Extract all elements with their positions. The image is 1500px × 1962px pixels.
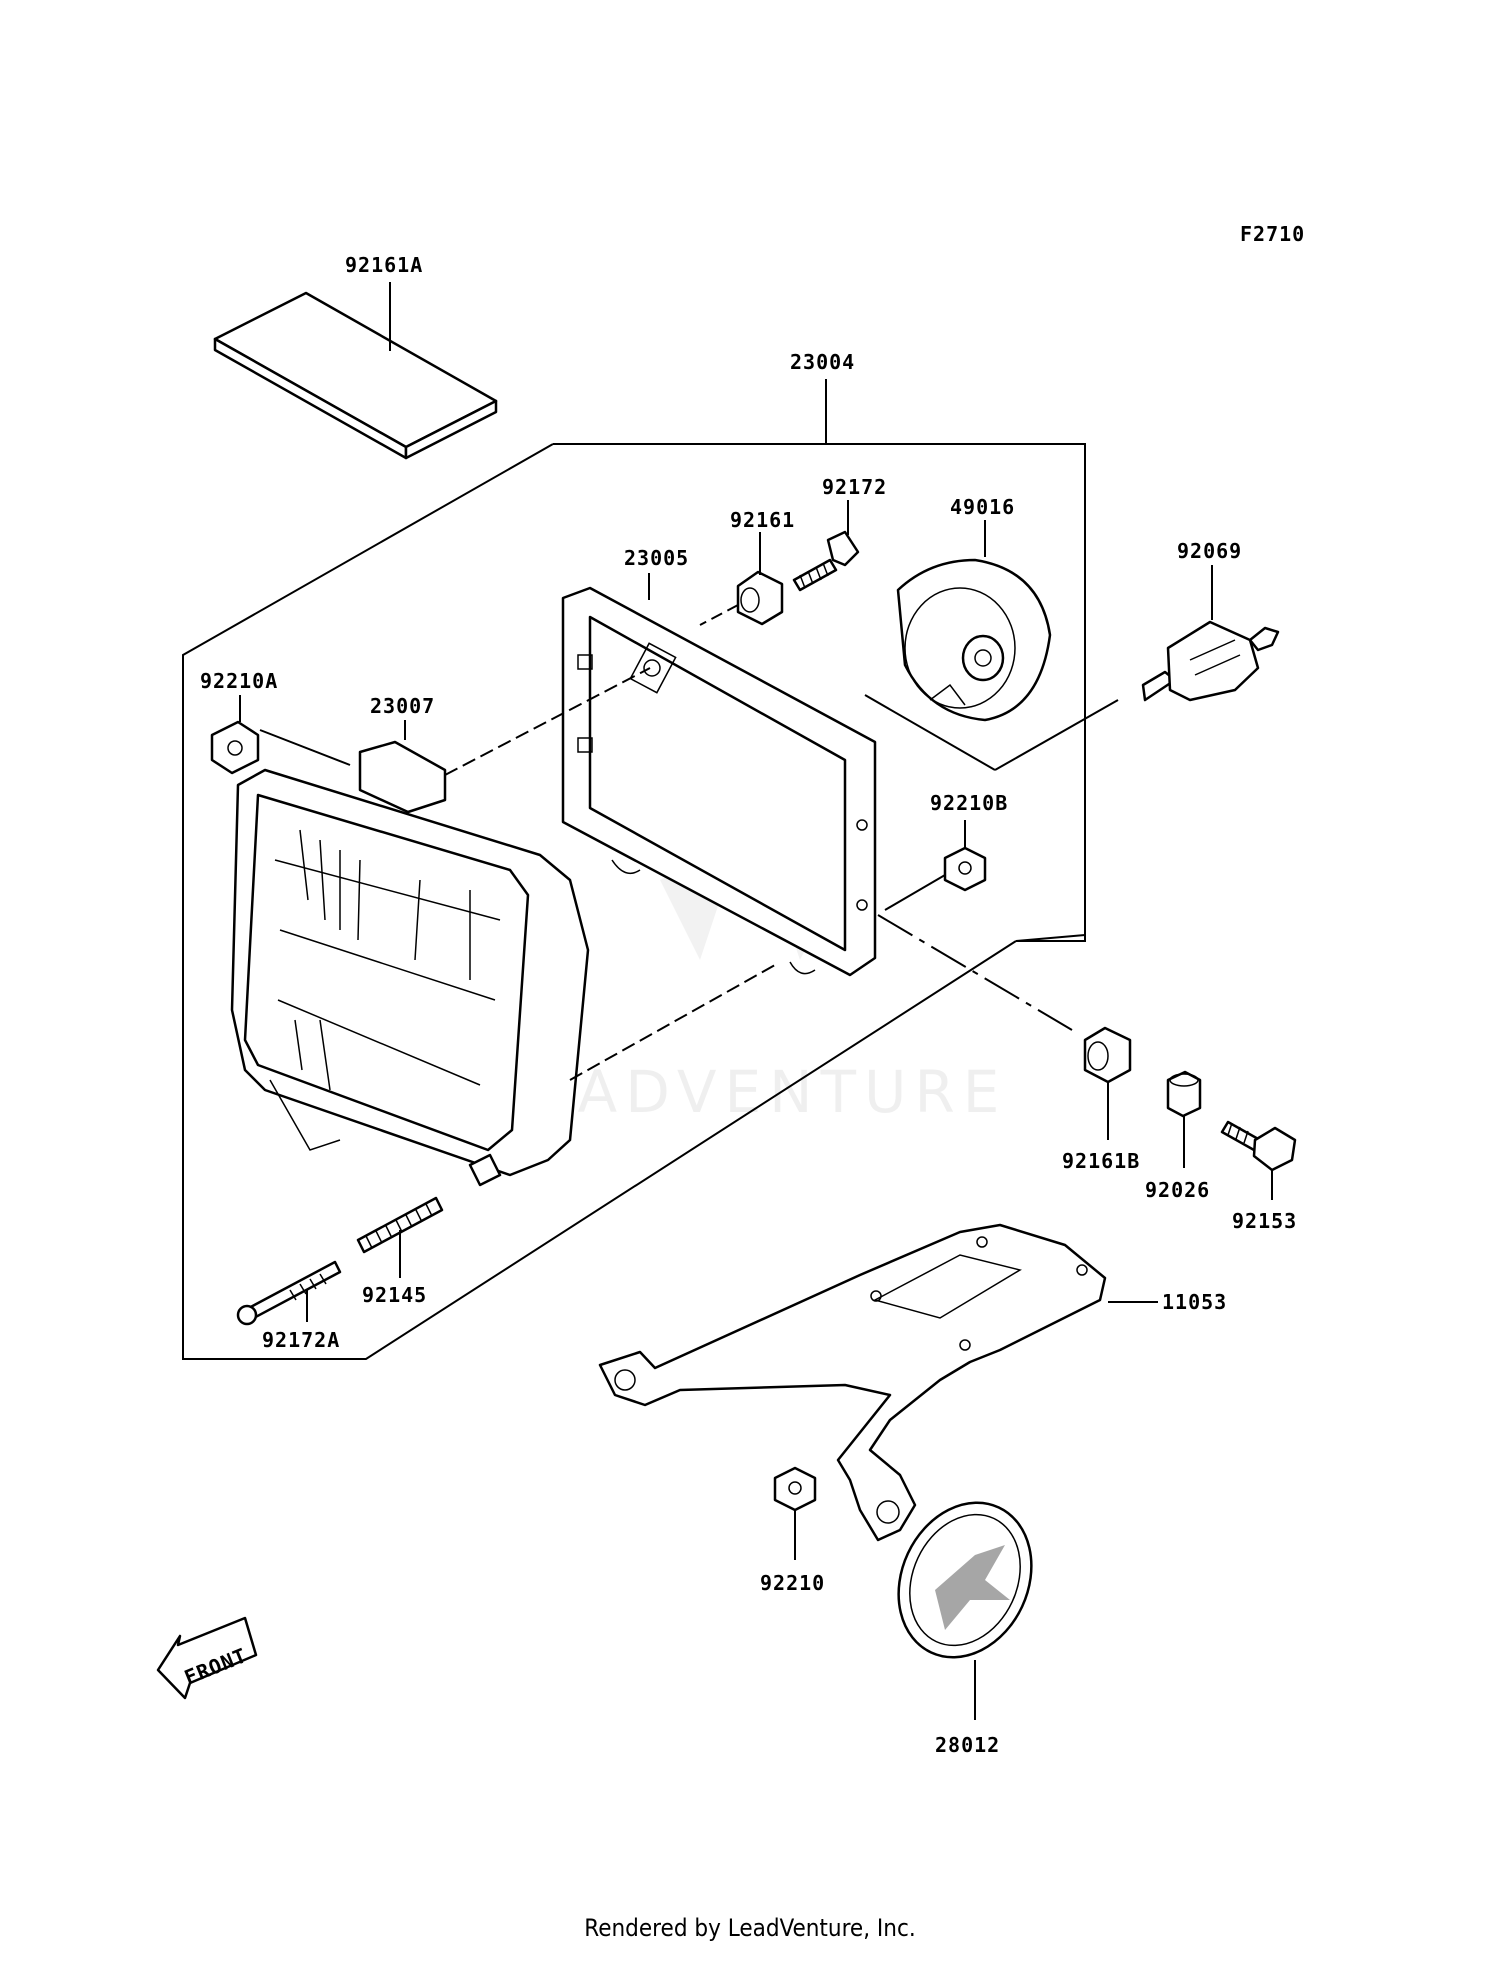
assembly-23004-frame [182, 443, 1086, 1360]
part-23004[interactable]: 23004 [790, 350, 855, 444]
label-92161B: 92161B [1062, 1149, 1140, 1173]
label-49016: 49016 [950, 495, 1015, 519]
part-23005[interactable]: 23005 [561, 546, 877, 977]
part-28012[interactable]: 28012 [874, 1481, 1056, 1757]
label-92172A: 92172A [262, 1328, 340, 1352]
part-92210A[interactable]: 92210A [200, 669, 351, 775]
label-92210A: 92210A [200, 669, 278, 693]
label-92026: 92026 [1145, 1178, 1210, 1202]
label-92172: 92172 [822, 475, 887, 499]
label-28012: 28012 [935, 1733, 1000, 1757]
part-92210[interactable]: 92210 [760, 1466, 825, 1595]
label-92210: 92210 [760, 1571, 825, 1595]
part-92161[interactable]: 92161 [699, 508, 795, 626]
label-92153: 92153 [1232, 1209, 1297, 1233]
part-49016[interactable]: 49016 [896, 495, 1052, 722]
label-92161: 92161 [730, 508, 795, 532]
label-92069: 92069 [1177, 539, 1242, 563]
part-92210B[interactable]: 92210B [884, 791, 1008, 911]
label-92210B: 92210B [930, 791, 1008, 815]
part-92153[interactable]: 92153 [1220, 1120, 1297, 1233]
part-92161B[interactable]: 92161B [1062, 1026, 1140, 1173]
label-23004: 23004 [790, 350, 855, 374]
part-11053[interactable]: 11053 [598, 1223, 1227, 1542]
label-11053: 11053 [1162, 1290, 1227, 1314]
figure-code: F2710 [1240, 222, 1305, 246]
part-92172A[interactable]: 92172A [236, 1260, 342, 1352]
label-23005: 23005 [624, 546, 689, 570]
label-92161A: 92161A [345, 253, 423, 277]
leader-dashed [877, 914, 1073, 1031]
part-92069[interactable]: 92069 [864, 539, 1280, 771]
part-23007[interactable]: 23007 [230, 667, 776, 1187]
part-92161A[interactable]: 92161A [213, 253, 498, 460]
label-23007: 23007 [370, 694, 435, 718]
assembly-23004-outline [553, 443, 1086, 775]
part-92172[interactable]: 92172 [792, 475, 887, 592]
part-92026[interactable]: 92026 [1145, 1070, 1210, 1202]
footer-credit: Rendered by LeadVenture, Inc. [584, 1914, 916, 1942]
part-92145[interactable]: 92145 [356, 1196, 444, 1307]
label-92145: 92145 [362, 1283, 427, 1307]
front-arrow-icon: FRONT [156, 1616, 258, 1700]
